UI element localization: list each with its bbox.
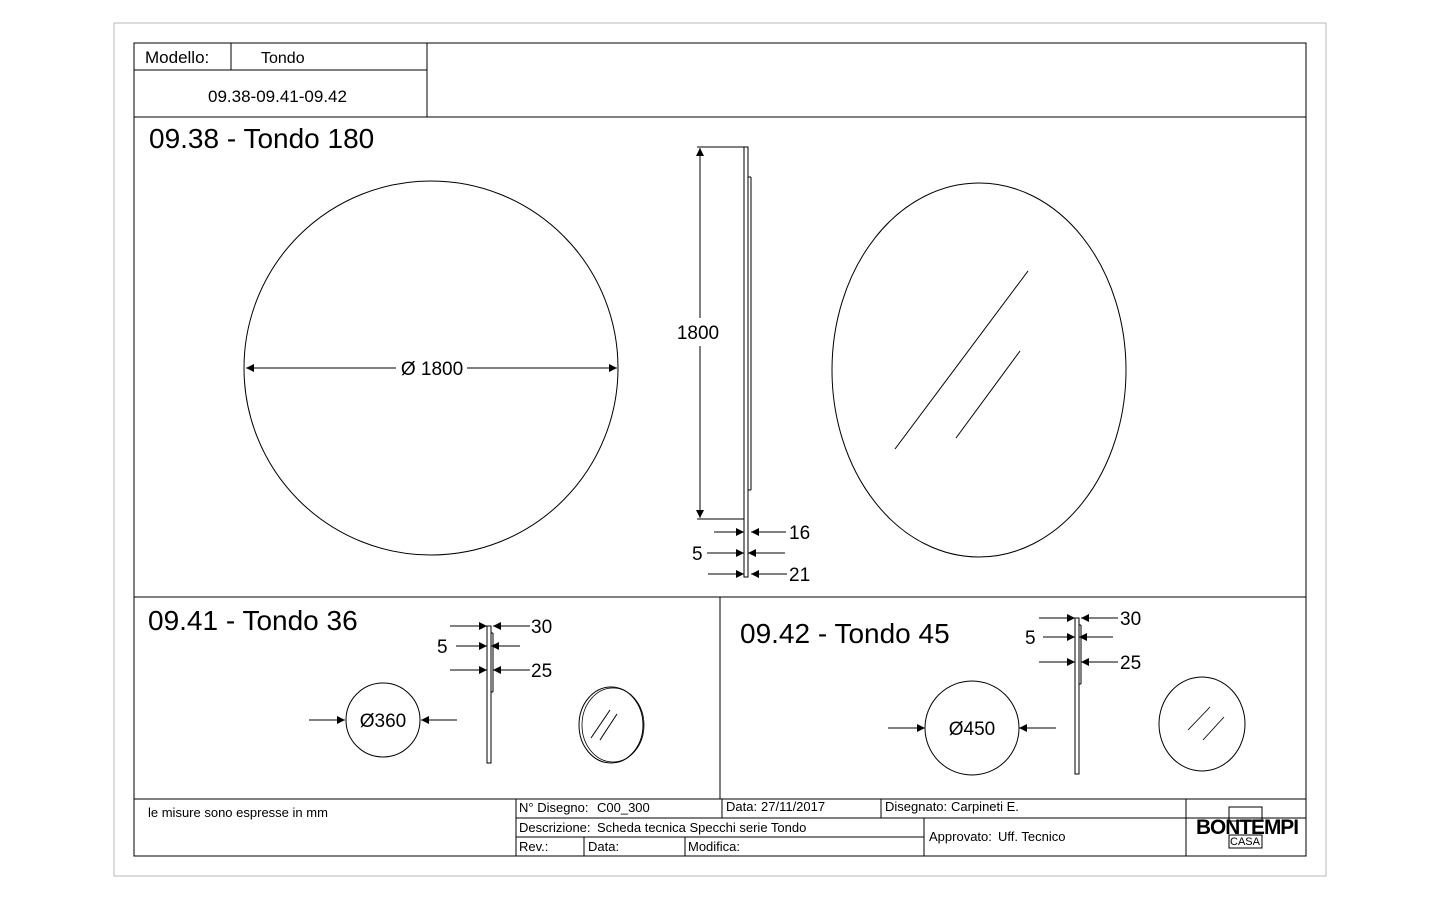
view-title-tondo-180: 09.38 - Tondo 180 — [149, 123, 374, 154]
modification-label: Modifica: — [688, 839, 740, 854]
date-value: 27/11/2017 — [761, 799, 825, 814]
reflection-line-36-1 — [590, 709, 611, 739]
outer-frame — [113, 22, 1327, 877]
view-title-tondo-36: 09.41 - Tondo 36 — [148, 605, 358, 636]
units-note: le misure sono espresse in mm — [148, 805, 328, 820]
diameter-label-large: Ø 1800 — [401, 359, 463, 380]
drawing-number-value: C00_300 — [597, 800, 650, 815]
front-view-circle-36 — [345, 682, 421, 758]
revision-label: Rev.: — [519, 839, 548, 854]
depth-label-21: 21 — [789, 565, 810, 586]
model-label: Modello: — [145, 48, 209, 67]
reflection-line-2 — [955, 350, 1021, 439]
date-label: Data: — [726, 799, 757, 814]
reflection-line-36-2 — [599, 713, 618, 741]
side-profile-large — [697, 146, 752, 578]
diameter-label-45: Ø450 — [949, 719, 995, 740]
drawn-by-label: Disegnato: — [885, 799, 947, 814]
perspective-mirror-large — [831, 182, 1127, 558]
header-block — [134, 43, 1306, 118]
thickness-label-30-45: 30 — [1120, 609, 1141, 630]
brand-logo-subtext: CASA — [1230, 836, 1261, 848]
perspective-mirror-36 — [578, 686, 644, 764]
brand-logo: BONTEMPI CASA — [1196, 806, 1299, 849]
drawn-by-value: Carpineti E. — [951, 799, 1019, 814]
thickness-label-5-large: 5 — [692, 544, 703, 565]
description-value: Scheda tecnica Specchi serie Tondo — [597, 820, 806, 835]
thickness-label-5-36: 5 — [437, 637, 448, 658]
front-view-circle-large — [243, 180, 619, 556]
view-title-tondo-45: 09.42 - Tondo 45 — [740, 618, 950, 649]
side-profile-36 — [486, 625, 494, 764]
perspective-mirror-36-edge — [581, 687, 645, 763]
drawing-number-label: N° Disegno: — [519, 800, 589, 815]
thickness-label-5-45: 5 — [1025, 628, 1036, 649]
side-profile-45 — [1074, 617, 1082, 775]
reflection-line-45-1 — [1187, 706, 1211, 731]
reflection-line-1 — [894, 270, 1029, 450]
height-label-large: 1800 — [677, 323, 719, 344]
description-label: Descrizione: — [519, 820, 591, 835]
title-block-grid — [515, 799, 1306, 856]
approved-value: Uff. Tecnico — [998, 829, 1065, 844]
perspective-mirror-45 — [1158, 676, 1246, 772]
inner-frame — [133, 42, 1307, 857]
brand-logo-text: BONTEMPI — [1196, 816, 1298, 839]
thickness-label-16: 16 — [789, 523, 810, 544]
approved-label: Approvato: — [929, 829, 992, 844]
revision-date-label: Data: — [588, 839, 619, 854]
thickness-label-30-36: 30 — [531, 617, 552, 638]
depth-label-25-36: 25 — [531, 661, 552, 682]
reflection-line-45-2 — [1202, 716, 1225, 741]
model-value: Tondo — [261, 50, 305, 67]
diameter-label-36: Ø360 — [360, 711, 406, 732]
depth-label-25-45: 25 — [1120, 653, 1141, 674]
model-codes: 09.38-09.41-09.42 — [208, 87, 347, 106]
